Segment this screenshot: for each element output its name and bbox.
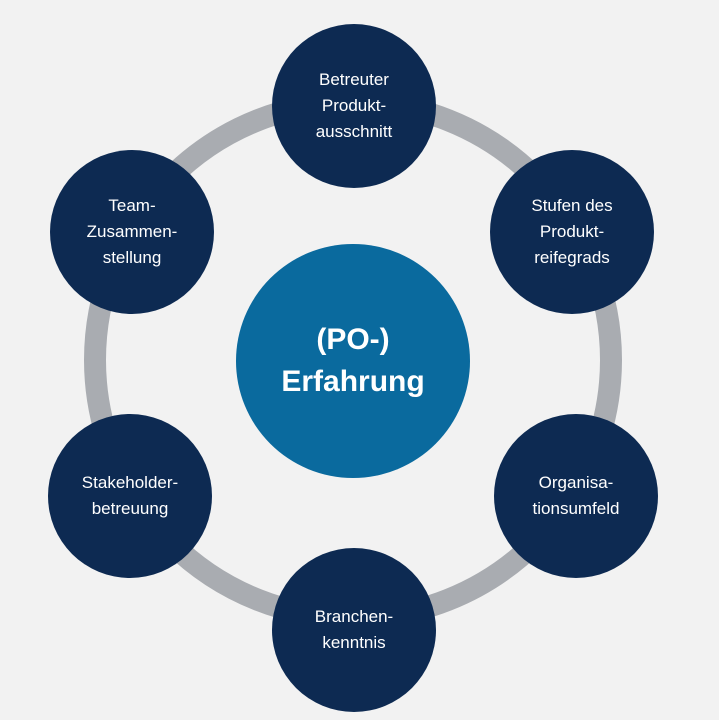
- node-label: Stufen des Produkt- reifegrads: [531, 196, 613, 267]
- node-label: Branchen- kenntnis: [314, 607, 394, 652]
- node-label: Team- Zusammen- stellung: [86, 196, 178, 267]
- node-organisationsumfeld: Organisa- tionsumfeld: [494, 414, 658, 578]
- node-label: Stakeholder- betreuung: [81, 473, 179, 518]
- node-stakeholderbetreuung: Stakeholder- betreuung: [48, 414, 212, 578]
- node-label: Betreuter Produkt- ausschnitt: [315, 70, 393, 141]
- node-branchenkenntnis: Branchen- kenntnis: [272, 548, 436, 712]
- center-label: (PO-) Erfahrung: [281, 323, 425, 398]
- node-label: Organisa- tionsumfeld: [532, 473, 620, 518]
- node-teamzusammenstellung: Team- Zusammen- stellung: [50, 150, 214, 314]
- node-betreuter-produktausschnitt: Betreuter Produkt- ausschnitt: [272, 24, 436, 188]
- center-node-po-erfahrung: (PO-) Erfahrung: [236, 244, 470, 478]
- node-stufen-des-produktreifegrads: Stufen des Produkt- reifegrads: [490, 150, 654, 314]
